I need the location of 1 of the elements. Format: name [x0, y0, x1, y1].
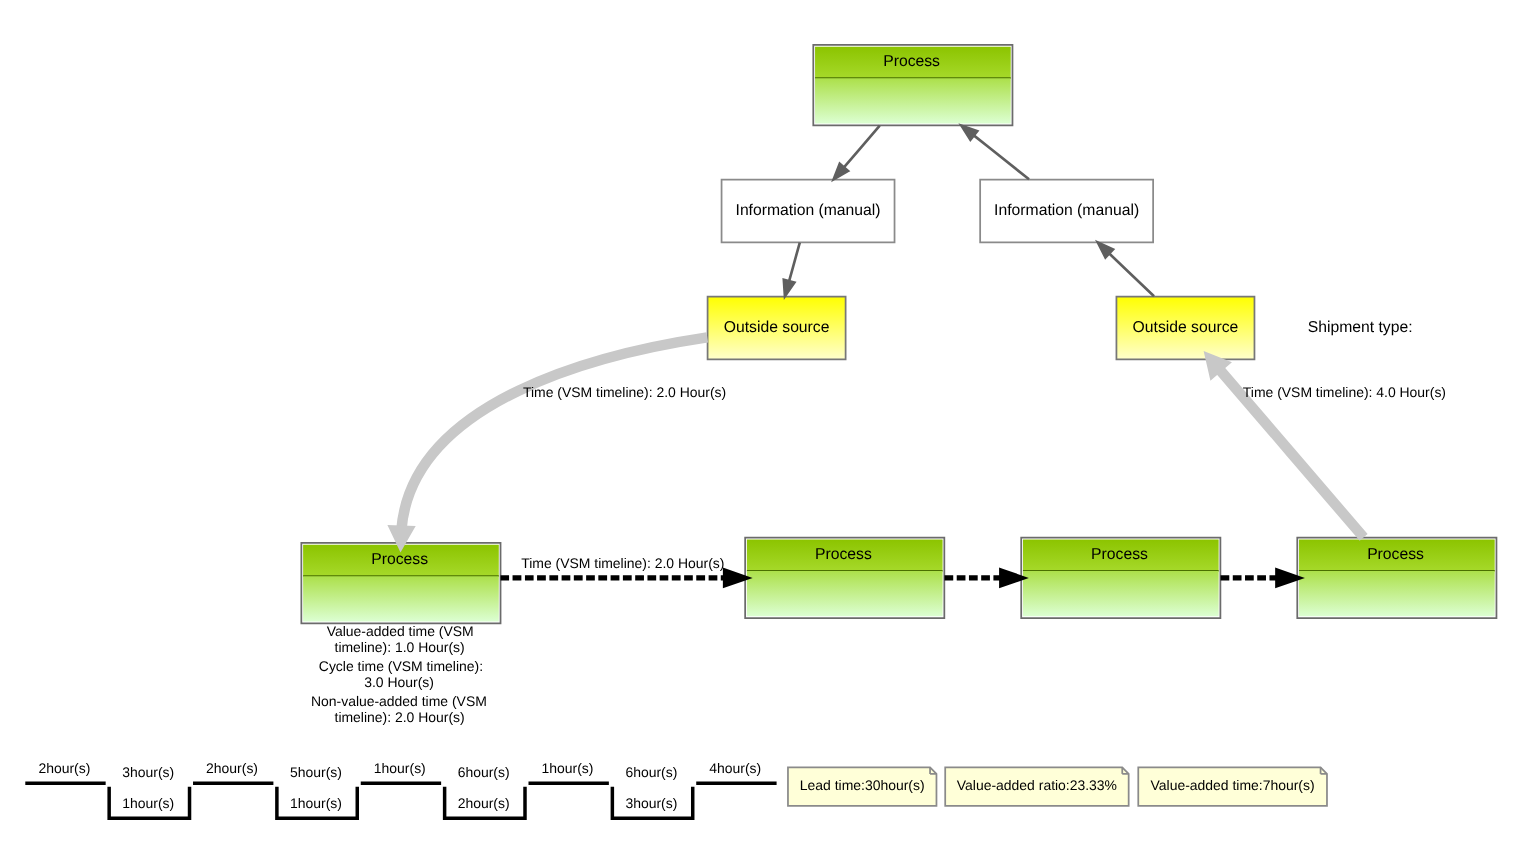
- label: Shipment type:: [1307, 317, 1413, 336]
